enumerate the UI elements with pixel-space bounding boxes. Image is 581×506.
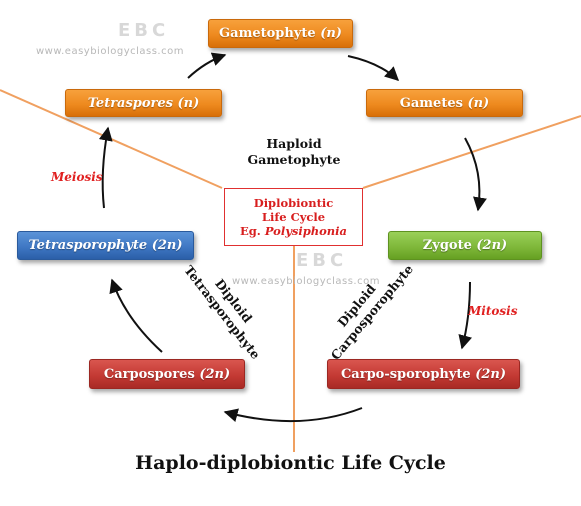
watermark-url-top: www.easybiologyclass.com — [36, 46, 184, 57]
node-tetraspores: Tetraspores (n) — [65, 89, 222, 117]
node-gametes: Gametes (n) — [366, 89, 523, 117]
node-gametophyte-label: Gametophyte — [219, 26, 316, 41]
diagram-title: Haplo-diplobiontic Life Cycle — [135, 452, 446, 474]
process-meiosis: Meiosis — [51, 170, 103, 184]
phase-haploid-line1: Haploid — [266, 136, 322, 151]
node-gametes-label: Gametes — [399, 95, 463, 111]
watermark-logo-middle: EBC — [296, 250, 348, 271]
node-zygote-label: Zygote — [422, 238, 472, 253]
node-carpospores-ploidy: (2n) — [199, 366, 231, 382]
phase-haploid-line2: Gametophyte — [247, 152, 341, 167]
node-zygote: Zygote (2n) — [388, 231, 542, 260]
node-carposporophyte-label: Carpo-sporophyte — [340, 366, 471, 382]
process-mitosis: Mitosis — [468, 304, 518, 318]
node-carposporophyte-ploidy: (2n) — [475, 366, 507, 382]
watermark-url-middle: www.easybiologyclass.com — [232, 276, 380, 287]
node-tetrasporophyte: Tetrasporophyte (2n) — [17, 231, 194, 260]
node-zygote-ploidy: (2n) — [476, 238, 508, 253]
node-gametophyte-ploidy: (n) — [320, 26, 342, 41]
arrow-carpospores-to-tetrasporophyte — [109, 278, 163, 353]
center-box: Diplobiontic Life Cycle Eg. Polysiphonia — [224, 188, 363, 246]
arrow-gametophyte-to-gametes — [347, 55, 400, 81]
node-carposporophyte: Carpo-sporophyte (2n) — [327, 359, 520, 389]
watermark-logo-top: EBC — [118, 20, 170, 41]
node-gametophyte: Gametophyte (n) — [208, 19, 353, 48]
node-tetrasporophyte-label: Tetrasporophyte (2n) — [28, 238, 183, 253]
center-box-example-prefix: Eg. — [240, 224, 261, 238]
center-box-line1: Diplobiontic — [253, 196, 334, 210]
arrow-gametes-to-zygote — [464, 137, 487, 212]
arrow-tetrasporophyte-to-tetraspores — [98, 126, 113, 209]
node-carpospores-label: Carpospores — [103, 366, 195, 382]
arrow-zygote-to-carposporophyte — [458, 281, 473, 350]
node-tetraspores-label: Tetraspores (n) — [87, 95, 200, 111]
node-gametes-ploidy: (n) — [467, 95, 490, 111]
center-box-line2: Life Cycle — [261, 210, 326, 224]
phase-haploid-gametophyte: Haploid Gametophyte — [244, 136, 344, 168]
arrow-tetraspores-to-gametophyte — [187, 52, 227, 79]
node-carpospores: Carpospores (2n) — [89, 359, 245, 389]
center-box-example-name: Polysiphonia — [264, 224, 347, 238]
center-box-line3: Eg. Polysiphonia — [240, 224, 347, 238]
arrow-carposporophyte-to-carpospores — [223, 407, 363, 423]
